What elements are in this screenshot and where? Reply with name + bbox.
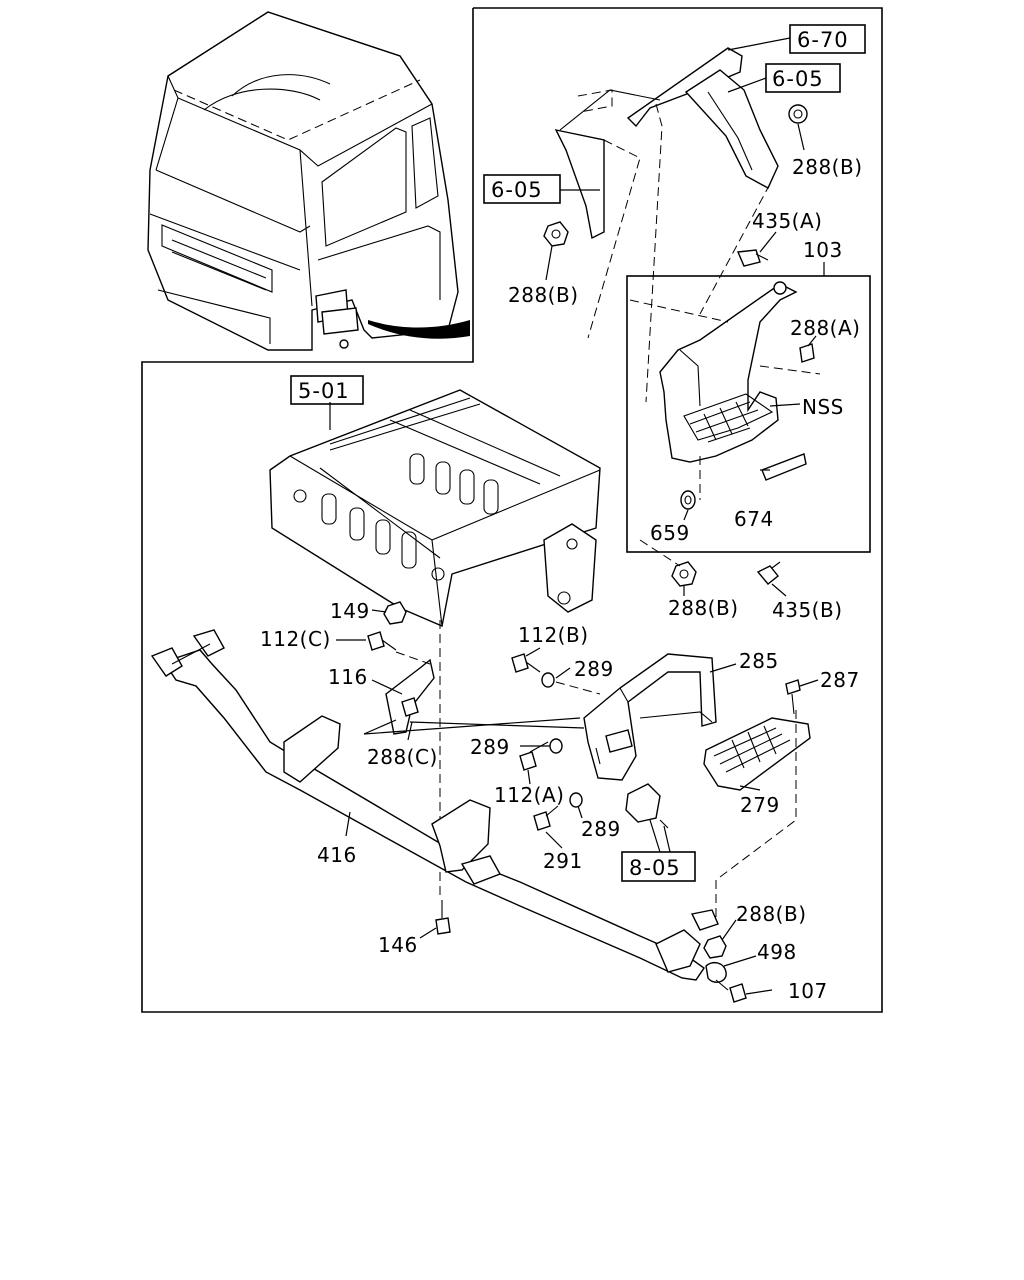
parts-below-103	[639, 539, 781, 587]
label-287: 287	[820, 668, 860, 692]
label-nss: NSS	[802, 395, 844, 419]
diagram-frames	[141, 7, 883, 1013]
truck-cab-illustration	[147, 11, 470, 351]
label-435b: 435(B)	[772, 598, 843, 622]
label-285: 285	[739, 649, 779, 673]
label-288a: 288(A)	[790, 316, 860, 340]
label-289-3: 289	[581, 817, 621, 841]
label-288b-3: 288(B)	[668, 596, 739, 620]
label-288b-4: 288(B)	[736, 902, 807, 926]
ref-8-05: 8-05	[629, 856, 681, 880]
label-107: 107	[788, 979, 828, 1003]
ref-box-6-70	[789, 24, 866, 54]
part-labels: 288(B) 288(B) 435(A) 103 288(A) NSS 674 …	[260, 155, 863, 1003]
label-289-1: 289	[574, 657, 614, 681]
fasteners	[367, 601, 747, 1003]
ref-box-6-05-top	[765, 63, 841, 93]
ref-5-01: 5-01	[298, 379, 350, 403]
ref-box-8-05	[621, 851, 696, 882]
label-289-2: 289	[470, 735, 510, 759]
label-103: 103	[803, 238, 843, 262]
label-288c: 288(C)	[367, 745, 438, 769]
label-498: 498	[757, 940, 797, 964]
label-288b-1: 288(B)	[792, 155, 863, 179]
ref-box-6-05-left	[483, 174, 561, 204]
step-assembly-103	[629, 281, 821, 510]
label-288b-2: 288(B)	[508, 283, 579, 307]
step-bracket-285	[583, 653, 717, 781]
label-112b: 112(B)	[518, 623, 589, 647]
label-149: 149	[330, 599, 370, 623]
ref-6-05-top: 6-05	[772, 67, 824, 91]
reference-boxes: 6-70 6-05 6-05 5-01 8-05	[290, 24, 866, 882]
label-112c: 112(C)	[260, 627, 331, 651]
ref-6-70: 6-70	[797, 28, 849, 52]
label-112a: 112(A)	[494, 783, 564, 807]
leader-lines	[329, 37, 825, 995]
plate-8-05	[625, 783, 669, 829]
upper-bracket-parts	[543, 47, 808, 403]
tube-assembly-416	[150, 629, 719, 981]
ref-6-05-left: 6-05	[491, 178, 543, 202]
label-146: 146	[378, 933, 418, 957]
label-291: 291	[543, 849, 583, 873]
ref-box-5-01	[290, 375, 364, 405]
chassis-frame-5-01	[269, 389, 601, 900]
label-416: 416	[317, 843, 357, 867]
step-tread-279	[703, 679, 811, 920]
label-435a: 435(A)	[752, 209, 822, 233]
label-279: 279	[740, 793, 780, 817]
label-659: 659	[650, 521, 690, 545]
label-674: 674	[734, 507, 774, 531]
label-116: 116	[328, 665, 368, 689]
